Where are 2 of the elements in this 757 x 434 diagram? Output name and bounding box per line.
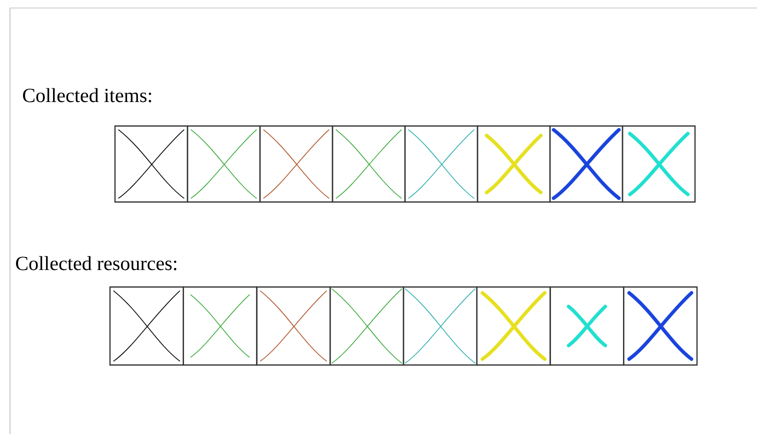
row-label: Collected resources: <box>16 256 176 270</box>
row-label: Collected items: <box>23 88 152 102</box>
